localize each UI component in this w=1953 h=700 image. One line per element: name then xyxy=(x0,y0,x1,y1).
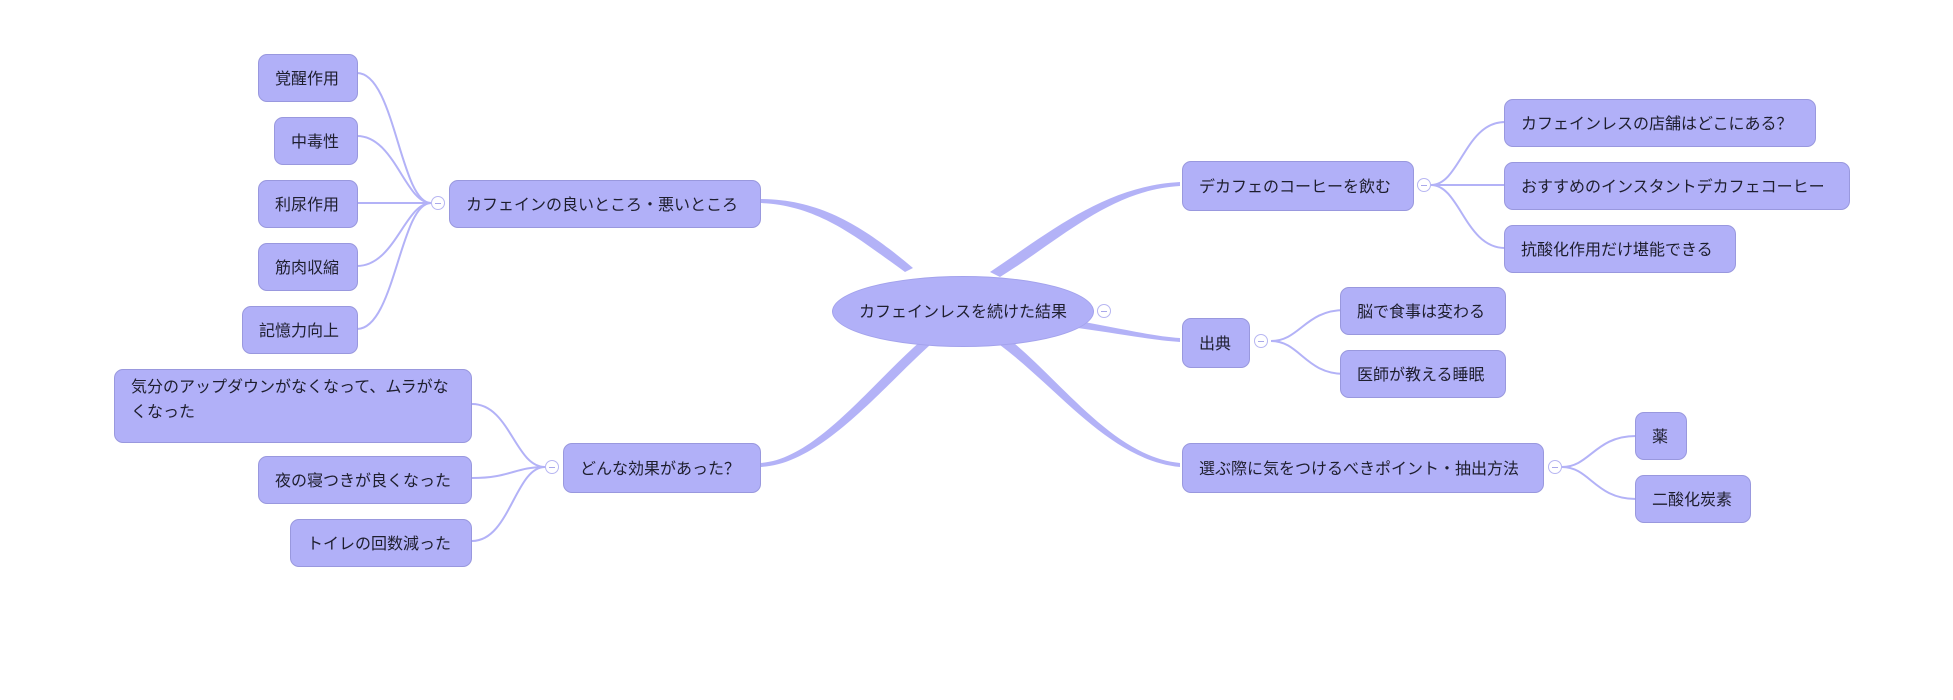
leaf-label: 脳で食事は変わる xyxy=(1357,301,1486,321)
leaf-node-mood[interactable]: 気分のアップダウンがなくなって、ムラがなくなった xyxy=(114,369,472,443)
branch-label: デカフェのコーヒーを飲む xyxy=(1199,176,1392,196)
branch-label: どんな効果があった？ xyxy=(580,458,741,478)
leaf-node-medicine[interactable]: 薬 xyxy=(1635,412,1687,460)
link-decaf-child-1 xyxy=(1430,121,1506,186)
leaf-node-addiction[interactable]: 中毒性 xyxy=(274,117,358,165)
link-benefits-child-2 xyxy=(356,135,432,204)
leaf-node-toilet[interactable]: トイレの回数減った xyxy=(290,519,472,567)
leaf-label: 覚醒作用 xyxy=(275,68,340,88)
link-benefits-child-5 xyxy=(356,202,432,330)
link-effects-child-3 xyxy=(471,466,546,542)
leaf-label: 抗酸化作用だけ堪能できる xyxy=(1521,239,1713,259)
leaf-node-sleep[interactable]: 夜の寝つきが良くなった xyxy=(258,456,472,504)
link-root-to-branch-effects xyxy=(760,340,930,467)
link-root-to-branch-source xyxy=(1070,320,1180,342)
leaf-label: 筋肉収縮 xyxy=(275,257,340,277)
branch-node-decaf[interactable]: デカフェのコーヒーを飲む xyxy=(1182,161,1414,211)
branch-label: 出典 xyxy=(1199,333,1232,353)
leaf-node-brain-food[interactable]: 脳で食事は変わる xyxy=(1340,287,1506,335)
leaf-label: 気分のアップダウンがなくなって、ムラがなくなった xyxy=(131,377,449,421)
link-root-to-branch-points xyxy=(1000,338,1180,467)
link-source-child-1 xyxy=(1270,309,1346,342)
link-effects-child-2 xyxy=(471,466,546,479)
main-branch-links xyxy=(760,182,1180,467)
leaf-label: 医師が教える睡眠 xyxy=(1357,364,1485,384)
link-points-child-1 xyxy=(1561,435,1637,468)
link-points-child-2 xyxy=(1561,466,1637,500)
leaf-node-muscle[interactable]: 筋肉収縮 xyxy=(258,243,358,291)
leaf-label: トイレの回数減った xyxy=(307,533,452,553)
leaf-node-instant[interactable]: おすすめのインスタントデカフェコーヒー xyxy=(1504,162,1850,210)
link-source-child-2 xyxy=(1270,340,1346,375)
branch-collapse-toggle-source[interactable] xyxy=(1254,334,1268,348)
leaf-node-awakening[interactable]: 覚醒作用 xyxy=(258,54,358,102)
link-root-to-branch-decaf xyxy=(990,182,1180,277)
branch-collapse-toggle-decaf[interactable] xyxy=(1417,178,1431,192)
leaf-label: 夜の寝つきが良くなった xyxy=(275,470,452,490)
link-benefits-child-4 xyxy=(356,202,432,267)
leaf-label: 利尿作用 xyxy=(275,194,340,214)
leaf-node-doctor-sleep[interactable]: 医師が教える睡眠 xyxy=(1340,350,1506,398)
root-node-label: カフェインレスを続けた結果 xyxy=(858,302,1067,321)
leaf-node-antioxidant[interactable]: 抗酸化作用だけ堪能できる xyxy=(1504,225,1736,273)
branch-label: カフェインの良いところ・悪いところ xyxy=(466,194,739,214)
leaf-label: 二酸化炭素 xyxy=(1652,489,1733,509)
leaf-node-memory[interactable]: 記憶力向上 xyxy=(242,306,358,354)
root-node[interactable]: カフェインレスを続けた結果 xyxy=(832,276,1094,347)
link-effects-child-1 xyxy=(471,403,546,468)
leaf-node-co2[interactable]: 二酸化炭素 xyxy=(1635,475,1751,523)
branch-collapse-toggle-benefits[interactable] xyxy=(431,196,445,210)
root-collapse-toggle[interactable] xyxy=(1097,304,1111,318)
leaf-node-diuretic[interactable]: 利尿作用 xyxy=(258,180,358,228)
link-decaf-child-3 xyxy=(1430,184,1506,249)
branch-node-effects[interactable]: どんな効果があった？ xyxy=(563,443,761,493)
branch-node-points[interactable]: 選ぶ際に気をつけるべきポイント・抽出方法 xyxy=(1182,443,1544,493)
link-benefits-child-1 xyxy=(356,72,432,204)
branch-collapse-toggle-effects[interactable] xyxy=(545,460,559,474)
branch-node-benefits[interactable]: カフェインの良いところ・悪いところ xyxy=(449,180,761,228)
branch-node-source[interactable]: 出典 xyxy=(1182,318,1250,368)
leaf-label: カフェインレスの店舗はどこにある？ xyxy=(1521,113,1793,133)
leaf-label: 中毒性 xyxy=(291,131,340,151)
child-links xyxy=(356,72,1637,542)
branch-label: 選ぶ際に気をつけるべきポイント・抽出方法 xyxy=(1199,458,1520,478)
branch-collapse-toggle-points[interactable] xyxy=(1548,460,1562,474)
leaf-label: おすすめのインスタントデカフェコーヒー xyxy=(1521,176,1825,196)
link-root-to-branch-benefits xyxy=(760,199,913,272)
leaf-label: 記憶力向上 xyxy=(259,320,340,340)
leaf-node-stores[interactable]: カフェインレスの店舗はどこにある？ xyxy=(1504,99,1816,147)
leaf-label: 薬 xyxy=(1652,426,1669,446)
